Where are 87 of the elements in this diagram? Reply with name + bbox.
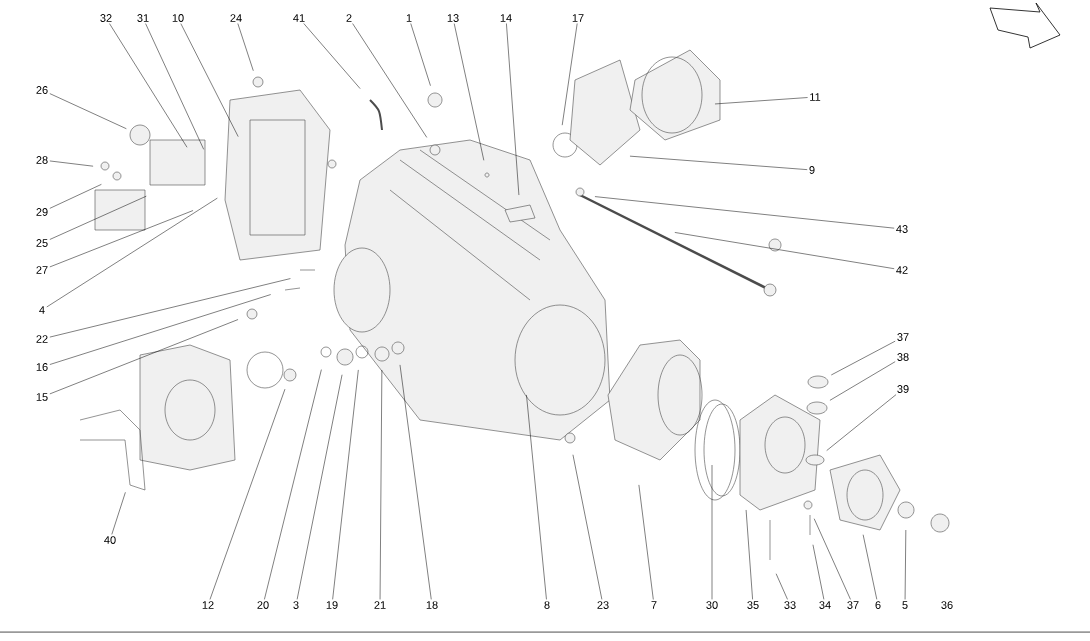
leader-line — [775, 573, 788, 600]
leader-line — [813, 518, 851, 600]
leader-line — [561, 23, 578, 126]
leader-line — [572, 454, 603, 600]
callout-number: 2 — [346, 14, 352, 22]
leader-line — [145, 23, 204, 150]
callout-number: 30 — [706, 601, 718, 609]
leader-line — [49, 93, 127, 129]
leader-line — [49, 160, 94, 167]
callout-number: 36 — [941, 601, 953, 609]
callout-number: 23 — [597, 601, 609, 609]
callout-number: 7 — [651, 601, 657, 609]
callout-number: 32 — [100, 14, 112, 22]
callout-number: 21 — [374, 601, 386, 609]
callout-number: 37 — [897, 333, 909, 341]
leader-line — [209, 388, 286, 600]
leader-line — [904, 529, 907, 600]
leader-line — [111, 492, 126, 535]
leader-line — [674, 232, 895, 269]
leader-line — [638, 484, 654, 600]
callout-number: 6 — [875, 601, 881, 609]
leader-line — [826, 394, 897, 451]
leader-line — [49, 195, 147, 240]
callout-number: 26 — [36, 86, 48, 94]
callout-number: 5 — [902, 601, 908, 609]
leader-line — [49, 278, 291, 338]
leader-line — [829, 361, 896, 401]
callout-number: 15 — [36, 393, 48, 401]
callout-number: 10 — [172, 14, 184, 22]
callout-number: 38 — [897, 353, 909, 361]
callout-number: 37 — [847, 601, 859, 609]
callout-number: 4 — [39, 306, 45, 314]
callout-number: 35 — [747, 601, 759, 609]
leader-line — [49, 319, 239, 395]
leader-line — [332, 369, 359, 600]
callout-number: 17 — [572, 14, 584, 22]
callout-number: 42 — [896, 266, 908, 274]
callout-number: 24 — [230, 14, 242, 22]
leader-line — [49, 294, 271, 365]
leader-line — [714, 97, 808, 105]
callout-number: 34 — [819, 601, 831, 609]
callout-number: 40 — [104, 536, 116, 544]
leader-line — [453, 23, 485, 161]
callout-number: 16 — [36, 363, 48, 371]
callout-number: 1 — [406, 14, 412, 22]
callout-number: 28 — [36, 156, 48, 164]
callout-number: 33 — [784, 601, 796, 609]
leader-line — [264, 369, 322, 600]
callout-number: 31 — [137, 14, 149, 22]
callout-number: 13 — [447, 14, 459, 22]
callout-number: 27 — [36, 266, 48, 274]
callout-number: 25 — [36, 239, 48, 247]
callout-number: 22 — [36, 335, 48, 343]
callout-number: 41 — [293, 14, 305, 22]
leader-line — [352, 23, 428, 138]
leader-line — [629, 155, 808, 170]
leader-line — [379, 369, 383, 600]
leader-line — [399, 364, 432, 600]
leader-line — [303, 23, 361, 89]
leader-line — [109, 23, 188, 148]
leader-line — [180, 23, 239, 137]
leader-line — [49, 210, 194, 268]
callout-number: 9 — [809, 166, 815, 174]
leader-line — [862, 534, 878, 600]
callout-number: 8 — [544, 601, 550, 609]
leader-line — [237, 23, 254, 71]
leader-line — [410, 23, 431, 86]
leader-line — [812, 544, 825, 600]
leader-line — [745, 509, 753, 600]
leader-line — [594, 196, 895, 229]
leader-line — [711, 464, 713, 600]
leader-line — [46, 197, 218, 308]
callout-number: 14 — [500, 14, 512, 22]
leader-line — [506, 23, 520, 196]
callout-number: 3 — [293, 601, 299, 609]
callout-number: 20 — [257, 601, 269, 609]
leader-line — [49, 184, 102, 209]
callout-number: 29 — [36, 208, 48, 216]
leader-line — [831, 340, 896, 376]
callout-number: 19 — [326, 601, 338, 609]
callout-number: 18 — [426, 601, 438, 609]
callout-number: 43 — [896, 225, 908, 233]
leader-line — [296, 374, 343, 600]
callout-number: 12 — [202, 601, 214, 609]
callout-number: 39 — [897, 385, 909, 393]
leader-line — [526, 394, 547, 600]
callout-number: 11 — [810, 93, 821, 101]
